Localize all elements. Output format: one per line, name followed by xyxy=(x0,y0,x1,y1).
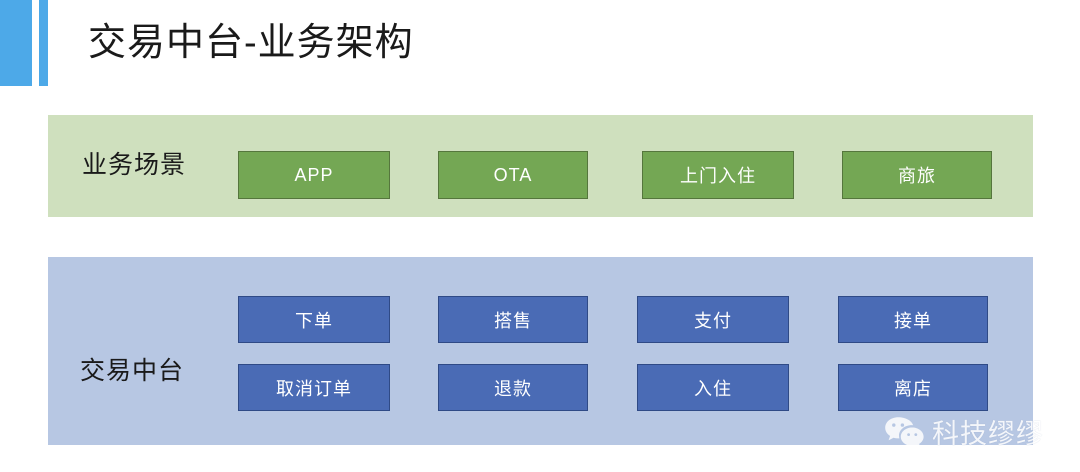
page-title: 交易中台-业务架构 xyxy=(88,22,414,64)
slide-header: 交易中台-业务架构 xyxy=(0,0,1080,100)
trade-node-checkin[interactable]: 入住 xyxy=(637,364,789,411)
business-scenario-panel: 业务场景 APP OTA 上门入住 商旅 xyxy=(48,115,1033,217)
trade-node-accept-order[interactable]: 接单 xyxy=(838,296,988,343)
trade-node-refund[interactable]: 退款 xyxy=(438,364,588,411)
trade-node-cancel-order[interactable]: 取消订单 xyxy=(238,364,390,411)
accent-bar-narrow xyxy=(39,0,48,86)
trade-platform-panel: 交易中台 下单 搭售 支付 接单 取消订单 退款 入住 离店 xyxy=(48,257,1033,445)
scenario-node-business-travel[interactable]: 商旅 xyxy=(842,151,992,199)
scenario-node-ota[interactable]: OTA xyxy=(438,151,588,199)
scenario-node-app[interactable]: APP xyxy=(238,151,390,199)
trade-node-bundle-sale[interactable]: 搭售 xyxy=(438,296,588,343)
trade-platform-label: 交易中台 xyxy=(80,357,185,385)
business-scenario-label: 业务场景 xyxy=(82,151,187,179)
trade-node-checkout[interactable]: 离店 xyxy=(838,364,988,411)
trade-node-payment[interactable]: 支付 xyxy=(637,296,789,343)
accent-bar-wide xyxy=(0,0,32,86)
scenario-node-doorstep-checkin[interactable]: 上门入住 xyxy=(642,151,794,199)
trade-node-place-order[interactable]: 下单 xyxy=(238,296,390,343)
